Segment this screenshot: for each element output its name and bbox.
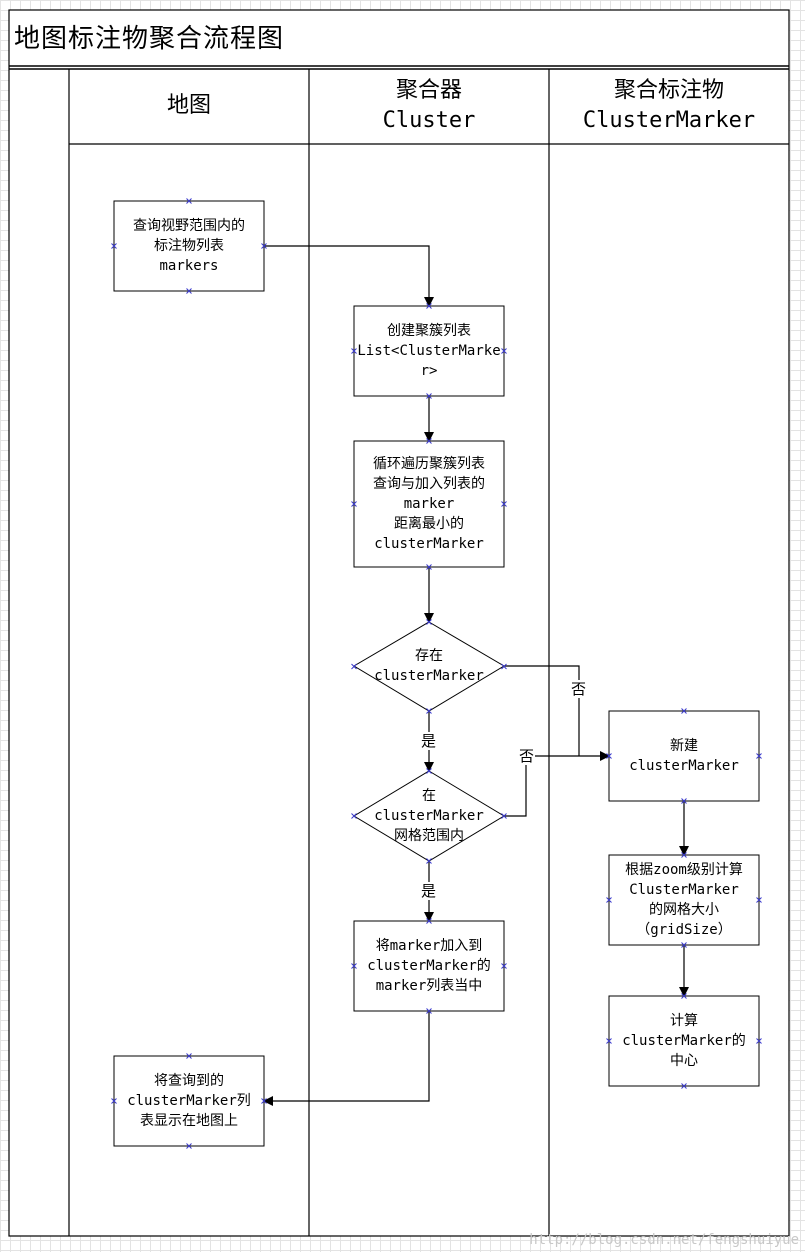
connection-point-x [501, 963, 507, 969]
box-create-list [353, 305, 505, 397]
box-show-on-map [113, 1055, 265, 1147]
diagram-title: 地图标注物聚合流程图 [14, 24, 285, 54]
node-new-cluster: 新建 clusterMarker [629, 738, 739, 774]
node-exists: 存在 clusterMarker [374, 648, 484, 684]
node-create-list: 创建聚簇列表 List<ClusterMarker> [357, 323, 501, 379]
connection-point-x [111, 1098, 117, 1104]
edge-label-no-in-grid: 否 [518, 747, 536, 765]
node-show-on-map: 将查询到的 clusterMarker列 表显示在地图上 [127, 1073, 251, 1129]
connection-points [111, 198, 762, 1149]
box-grid-size [608, 854, 760, 946]
connection-point-x [426, 619, 432, 625]
connection-point-x [681, 1083, 687, 1089]
connection-point-x [186, 288, 192, 294]
connection-point-x [426, 708, 432, 714]
edge-label-no-exists: 否 [570, 680, 588, 698]
connection-point-x [426, 1008, 432, 1014]
connection-point-x [351, 813, 357, 819]
connection-point-x [681, 993, 687, 999]
connection-point-x [186, 198, 192, 204]
edge-in-grid-no [504, 751, 610, 817]
connection-point-x [186, 1053, 192, 1059]
connection-point-x [351, 663, 357, 670]
connection-point-x [426, 393, 432, 399]
connection-point-x [681, 942, 687, 948]
connection-point-x [426, 303, 432, 309]
connection-point-x [606, 753, 612, 759]
connection-point-x [111, 243, 117, 249]
edge-label-yes-in-grid: 是 [420, 882, 438, 900]
connection-point-x [756, 897, 762, 903]
edge-add-to-show [263, 1011, 430, 1106]
edge-exists-no [504, 665, 580, 756]
connection-point-x [501, 813, 507, 819]
connection-point-x [351, 501, 357, 507]
connection-point-x [501, 348, 507, 354]
node-add-marker: 将marker加入到 clusterMarker的 marker列表当中 [367, 938, 491, 994]
lane-header-map: 地图 [166, 93, 211, 118]
connection-point-x [351, 348, 357, 354]
connection-point-x [426, 564, 432, 570]
box-new-cluster [608, 710, 760, 802]
node-in-grid: 在 clusterMarker 网格范围内 [374, 788, 484, 844]
connection-point-x [606, 897, 612, 903]
connection-point-x [261, 243, 267, 249]
connection-point-x [351, 963, 357, 969]
connection-point-x [681, 798, 687, 804]
connection-point-x [756, 753, 762, 759]
connection-point-x [426, 858, 432, 864]
connection-point-x [501, 501, 507, 507]
connection-point-x [681, 852, 687, 858]
connection-point-x [261, 1098, 267, 1104]
lane-header-cluster-marker: 聚合标注物 ClusterMarker [582, 78, 756, 133]
edge-label-yes-exists: 是 [420, 732, 438, 750]
node-query-markers: 查询视野范围内的 标注物列表 markers [133, 218, 245, 274]
lane-header-cluster: 聚合器 Cluster [382, 78, 476, 133]
edge-query-to-create [264, 245, 434, 307]
node-grid-size: 根据zoom级别计算 ClusterMarker 的网格大小 （gridSize… [625, 862, 743, 938]
connection-point-x [501, 663, 507, 670]
connection-point-x [426, 918, 432, 924]
node-calc-center: 计算 clusterMarker的 中心 [622, 1013, 746, 1069]
connection-point-x [426, 768, 432, 774]
node-loop-find: 循环遍历聚簇列表 查询与加入列表的 marker 距离最小的 clusterMa… [373, 456, 485, 552]
watermark: http://blog.csdn.net/fengshuiyue [529, 1232, 799, 1248]
connection-point-x [606, 1038, 612, 1044]
connection-point-x [681, 708, 687, 714]
connection-point-x [426, 438, 432, 444]
box-add-marker [353, 920, 505, 1012]
connection-point-x [756, 1038, 762, 1044]
connection-point-x [186, 1143, 192, 1149]
